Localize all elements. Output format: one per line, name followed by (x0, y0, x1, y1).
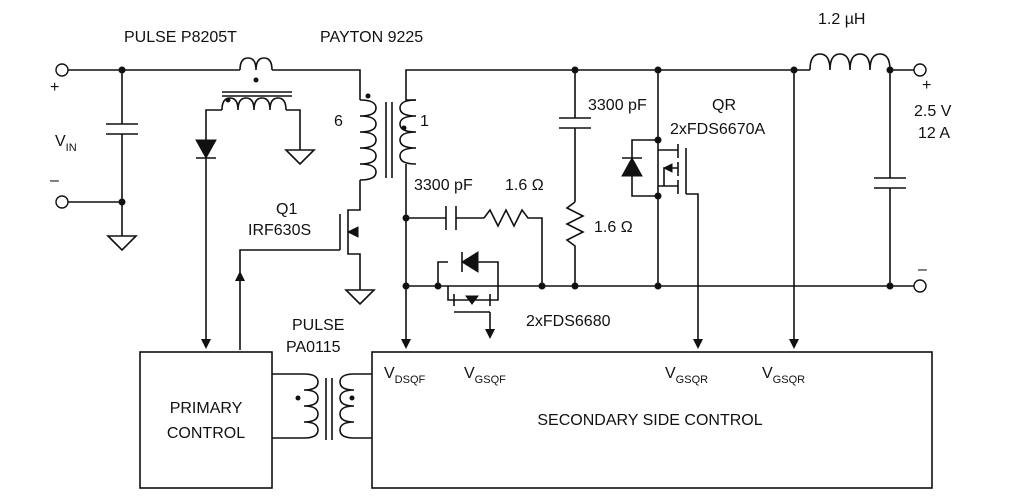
q1-ground-symbol (344, 289, 376, 306)
snubber2-capacitor (559, 70, 591, 202)
vout-plus-terminal (913, 63, 927, 77)
snubber1-capacitor (406, 206, 484, 230)
transformer-dot (365, 93, 371, 99)
main-transformer-core (385, 102, 393, 178)
snubber2-res-value: 1.6 Ω (594, 219, 633, 236)
qr-name: QR (712, 97, 736, 114)
pa0115-core (325, 378, 333, 440)
snubber1-cap-value: 3300 pF (414, 177, 473, 194)
input-capacitor (106, 70, 138, 236)
pulse-pa0115-line1: PULSE (292, 317, 344, 334)
junction (654, 136, 662, 144)
q1-body-arrow (346, 226, 359, 238)
ct-secondary-diode-wire (205, 109, 222, 140)
output-inductor (809, 53, 891, 71)
primary-top-wire (272, 69, 361, 100)
transformer-dot (401, 125, 407, 131)
qf-body-diode (461, 251, 479, 273)
primary-control-line1: PRIMARY (170, 400, 243, 417)
v-gsqf-label: VGSQF (464, 365, 506, 386)
qr-mosfet-channel (658, 144, 679, 194)
ct-ground-symbol (284, 149, 316, 166)
ct-dot (253, 77, 259, 83)
snubber1-res-value: 1.6 Ω (505, 177, 544, 194)
vin-minus-terminal (55, 195, 69, 209)
ct-primary-winding (239, 57, 273, 71)
vin-minus-sign: – (50, 172, 59, 189)
ct-secondary-ground-wire (286, 109, 301, 150)
v-dsqf-label: VDSQF (384, 365, 426, 386)
qr-mosfet-arrow (662, 163, 673, 173)
ct-rectifier-diode (195, 139, 217, 160)
junction (654, 192, 662, 200)
pa0115-primary-winding (272, 373, 319, 439)
primary-control-line2: CONTROL (167, 425, 245, 442)
pin-6-label: 6 (334, 113, 343, 130)
input-ground-symbol (106, 235, 138, 252)
label-pulse-p8205t: PULSE P8205T (124, 29, 237, 46)
secondary-top-rail (405, 69, 810, 101)
vin-plus-sign: + (50, 79, 59, 96)
snubber1-resistor (483, 208, 543, 286)
secondary-control-block (371, 351, 933, 489)
vout-value: 2.5 V (914, 103, 952, 120)
v-gsqr-label-2: VGSQR (762, 365, 805, 386)
qr-gate-arrow (686, 193, 703, 349)
vout-minus-sign: – (918, 261, 927, 278)
qr-body-diode (621, 156, 643, 177)
transformer-dot (295, 395, 301, 401)
q1-gate-drive-wire (239, 249, 340, 276)
snubber2-cap-value: 3300 pF (588, 97, 647, 114)
main-transformer-secondary (399, 99, 417, 165)
ct-secondary-winding (221, 97, 287, 111)
qf-part-label: 2xFDS6680 (526, 313, 611, 330)
vout-minus-terminal (913, 279, 927, 293)
pa0115-secondary-winding (339, 373, 372, 439)
label-payton-9225: PAYTON 9225 (320, 29, 423, 46)
v-gsqr-label-1: VGSQR (665, 365, 708, 386)
qr-part: 2xFDS6670A (670, 121, 765, 138)
main-transformer-primary (359, 99, 377, 181)
qf-mosfet-arrow (465, 295, 479, 305)
vin-plus-terminal (55, 63, 69, 77)
iout-value: 12 A (918, 125, 950, 142)
secondary-return-rail (405, 164, 914, 287)
q1-name: Q1 (276, 201, 297, 218)
primary-control-block (139, 351, 273, 489)
transformer-dot (349, 395, 355, 401)
pulse-pa0115-line2: PA0115 (286, 339, 341, 356)
qf-diode-wires (437, 261, 499, 286)
pin-1-label: 1 (420, 113, 429, 130)
vin-label: VIN (55, 133, 77, 154)
label-inductor-value: 1.2 µH (818, 11, 865, 28)
snubber2-resistor (565, 201, 585, 286)
output-capacitor (874, 70, 906, 286)
vout-plus-sign: + (922, 77, 931, 94)
q1-part: IRF630S (248, 222, 311, 239)
secondary-control-label: SECONDARY SIDE CONTROL (537, 412, 762, 429)
